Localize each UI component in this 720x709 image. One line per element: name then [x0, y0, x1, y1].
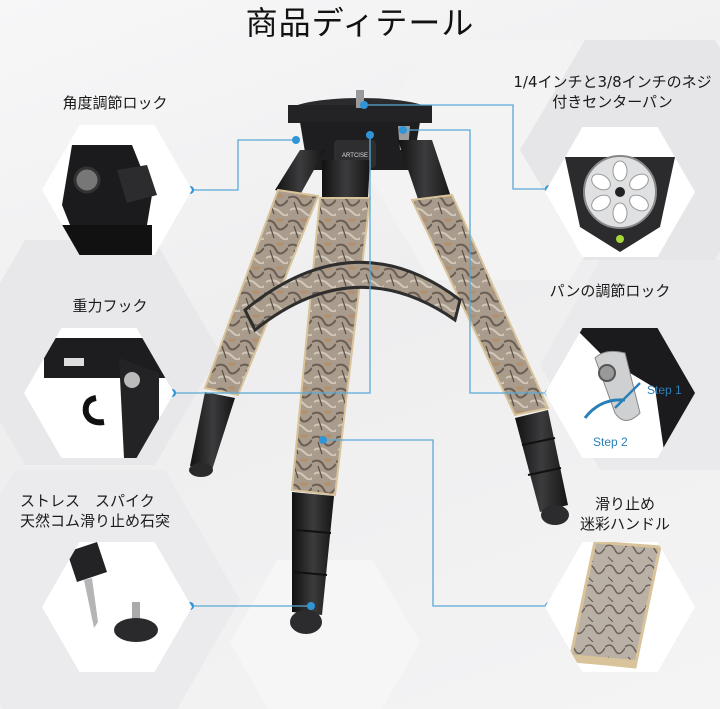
callout-label-spike-feet: ストレス スパイク 天然コム滑り止め石突	[20, 492, 171, 530]
step-2-label: Step 2	[593, 435, 628, 449]
step-1-label: Step 1	[647, 383, 682, 397]
center-pan-detail-image	[545, 127, 695, 257]
callout-label-pan-lock: パンの調節ロック	[549, 282, 671, 300]
callout-label-angle-lock: 角度調節ロック	[62, 94, 168, 112]
angle-lock-detail-image	[42, 125, 192, 255]
center-pan-icon	[545, 127, 695, 257]
spike-feet-icon	[42, 542, 192, 672]
callout-connectors	[172, 104, 549, 607]
brand-logo: ARTCISE	[342, 153, 368, 159]
callout-label-gravity-hook: 重力フック	[72, 297, 148, 315]
camo-handle-icon	[545, 542, 695, 672]
camo-handle-detail-image	[545, 542, 695, 672]
page-title: 商品ディテール	[245, 4, 475, 42]
callout-label-center-pan: 1/4インチと3/8インチのネジ 付きセンターパン	[513, 73, 712, 111]
spike-feet-detail-image	[42, 542, 192, 672]
callout-label-camo-handle: 滑り止め 迷彩ハンドル	[579, 495, 670, 533]
angle-lock-icon	[42, 125, 192, 255]
